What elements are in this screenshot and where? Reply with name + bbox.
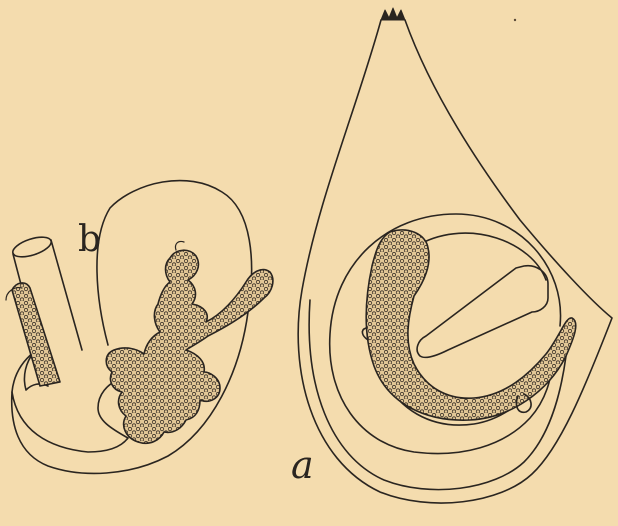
figure-b [6,181,273,474]
figure-a-slot [417,266,548,358]
figure-b-inner-sac [12,380,128,452]
paper-speck [514,19,516,21]
figure-a-label: a [291,446,314,484]
figure-a-crown [381,8,405,20]
figure-b-label: b [78,222,101,258]
figure-a-coiled-tissue [366,230,576,420]
figure-b-branching-tissue [106,250,273,443]
figure-a-outer-shell [298,20,612,503]
figure-a [298,8,612,503]
figure-b-filament [175,241,184,250]
